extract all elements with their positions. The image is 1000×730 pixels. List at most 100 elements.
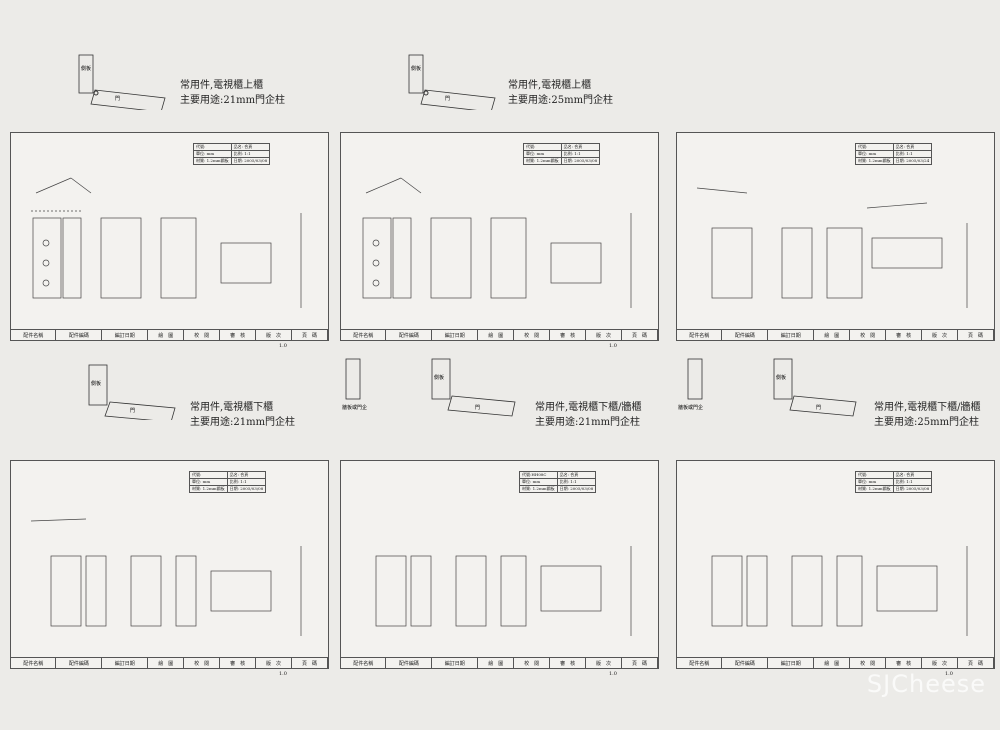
door-sketch: 側板 門 [78,54,166,110]
footer-col: 繪 圖 [813,658,851,668]
panel-2: 常用件,電視櫃上櫃主要用途:25mm門企柱 側板 門 代號:品名: 合頁 單位:… [340,54,660,400]
panel-1: 常用件,電視櫃上櫃主要用途:21mm門企柱 側板 門 代號:品名: 合頁 單位:… [10,54,330,400]
footer-col: 審 核 [219,330,257,340]
footer-col: 頁 碼 [957,330,994,340]
sketch-label: 側板 [411,65,421,72]
footer-col: 配件編碼 [385,330,433,340]
sketch-label: 側板 [776,374,786,381]
footer-col: 頁 碼 [291,330,328,340]
title-line-1: 常用件,電視櫃上櫃 [508,80,592,91]
footer-col: 配件名稱 [11,330,57,340]
door-sketch: 側板 門 [408,54,496,110]
hinge-drawing [711,546,968,636]
watermark: SJCheese [866,670,986,698]
footer-col: 編訂日期 [767,658,815,668]
panel-title: 常用件,電視櫃下櫃/牆櫃主要用途:25mm門企柱 [874,400,981,430]
tb-date: 日期: 2005/03/08 [230,157,271,165]
tb-date: 日期: 2005/03/08 [892,485,933,493]
footer-col: 配件名稱 [11,658,57,668]
footer-col: 編訂日期 [101,658,149,668]
panel-5: 常用件,電視櫃下櫃/牆櫃主要用途:21mm門企柱 側板 牆板或門企 門 代號:H… [340,358,660,730]
footer-col: 繪 圖 [147,330,185,340]
footer-col: 版 次 [255,658,293,668]
sketch-label: 門 [115,96,120,102]
sketch-label: 側板 [434,374,444,381]
title-line-2: 主要用途:25mm門企柱 [508,95,614,106]
footer-col: 版 次 [921,330,959,340]
footer-col: 校 閱 [183,658,221,668]
footer-bar: 配件名稱配件編碼編訂日期繪 圖校 閱審 核版 次頁 碼 1.0 [341,329,658,349]
sketch-label: 牆板或門企 [342,404,367,411]
footer-col: 校 閱 [513,658,551,668]
sketch-label: 側板 [91,380,101,387]
title-line-2: 主要用途:25mm門企柱 [874,417,980,428]
footer-col: 編訂日期 [431,330,479,340]
title-line-2: 主要用途:21mm門企柱 [535,417,641,428]
hinge-drawing [696,187,968,308]
footer-col: 審 核 [549,330,587,340]
footer-col: 配件編碼 [55,658,103,668]
footer-col: 配件編碼 [721,658,769,668]
footer-bar: 配件名稱配件編碼編訂日期繪 圖校 閱審 核版 次頁 碼 1.0 [677,657,994,677]
footer-bar: 配件名稱配件編碼編訂日期繪 圖校 閱審 核版 次頁 碼 1.0 [341,657,658,677]
footer-bar: 配件名稱配件編碼編訂日期繪 圖校 閱審 核版 次頁 碼 [677,329,994,340]
hinge-drawing [31,177,302,308]
footer-col: 配件名稱 [341,330,387,340]
hinge-drawing [362,177,632,308]
footer-col: 編訂日期 [767,330,815,340]
footer-col: 版 次 [585,658,623,668]
sketch-label: 門 [445,96,450,102]
panel-title: 常用件,電視櫃下櫃主要用途:21mm門企柱 [190,400,295,430]
footer-col: 校 閱 [183,330,221,340]
panel-title: 常用件,電視櫃下櫃/牆櫃主要用途:21mm門企柱 [535,400,642,430]
title-line-1: 常用件,電視櫃下櫃 [190,402,274,413]
footer-col: 配件名稱 [677,330,723,340]
sketch-label: 門 [130,408,135,414]
footer-col: 校 閱 [849,330,887,340]
footer-col: 編訂日期 [101,330,149,340]
footer-col: 繪 圖 [147,658,185,668]
sketch-label: 牆板或門企 [678,404,703,411]
footer-col: 審 核 [219,658,257,668]
footer-col: 版 次 [585,330,623,340]
sketch-label: 側板 [81,65,91,72]
door-sketch: 側板 門 [88,364,176,420]
footer-col: 審 核 [885,658,923,668]
footer-col: 繪 圖 [477,330,515,340]
title-line-2: 主要用途:21mm門企柱 [180,95,286,106]
tb-date: 日期: 2005/03/08 [556,485,597,493]
footer-col: 配件編碼 [385,658,433,668]
footer-bar: 配件名稱配件編碼編訂日期繪 圖校 閱審 核版 次頁 碼 1.0 [11,657,328,677]
panel-6: 常用件,電視櫃下櫃/牆櫃主要用途:25mm門企柱 側板 牆板或門企 門 代號:品… [676,358,996,730]
footer-col: 版 次 [255,330,293,340]
footer-col: 配件名稱 [341,658,387,668]
tb-date: 日期: 2005/03/08 [226,485,267,493]
footer-col: 繪 圖 [477,658,515,668]
footer-col: 頁 碼 [291,658,328,668]
hinge-drawing [30,518,302,636]
panel-4: 常用件,電視櫃下櫃主要用途:21mm門企柱 側板 門 代號:品名: 合頁 單位:… [10,364,330,730]
panel-title: 常用件,電視櫃上櫃主要用途:21mm門企柱 [180,78,285,108]
revision-number: 1.0 [279,343,287,349]
title-line-2: 主要用途:21mm門企柱 [190,417,296,428]
footer-col: 編訂日期 [431,658,479,668]
hinge-drawing [375,546,632,636]
footer-col: 繪 圖 [813,330,851,340]
revision-number: 1.0 [609,671,617,677]
panel-title: 常用件,電視櫃上櫃主要用途:25mm門企柱 [508,78,613,108]
tb-date: 日期: 2005/03/08 [560,157,601,165]
footer-col: 頁 碼 [957,658,994,668]
title-line-1: 常用件,電視櫃上櫃 [180,80,264,91]
